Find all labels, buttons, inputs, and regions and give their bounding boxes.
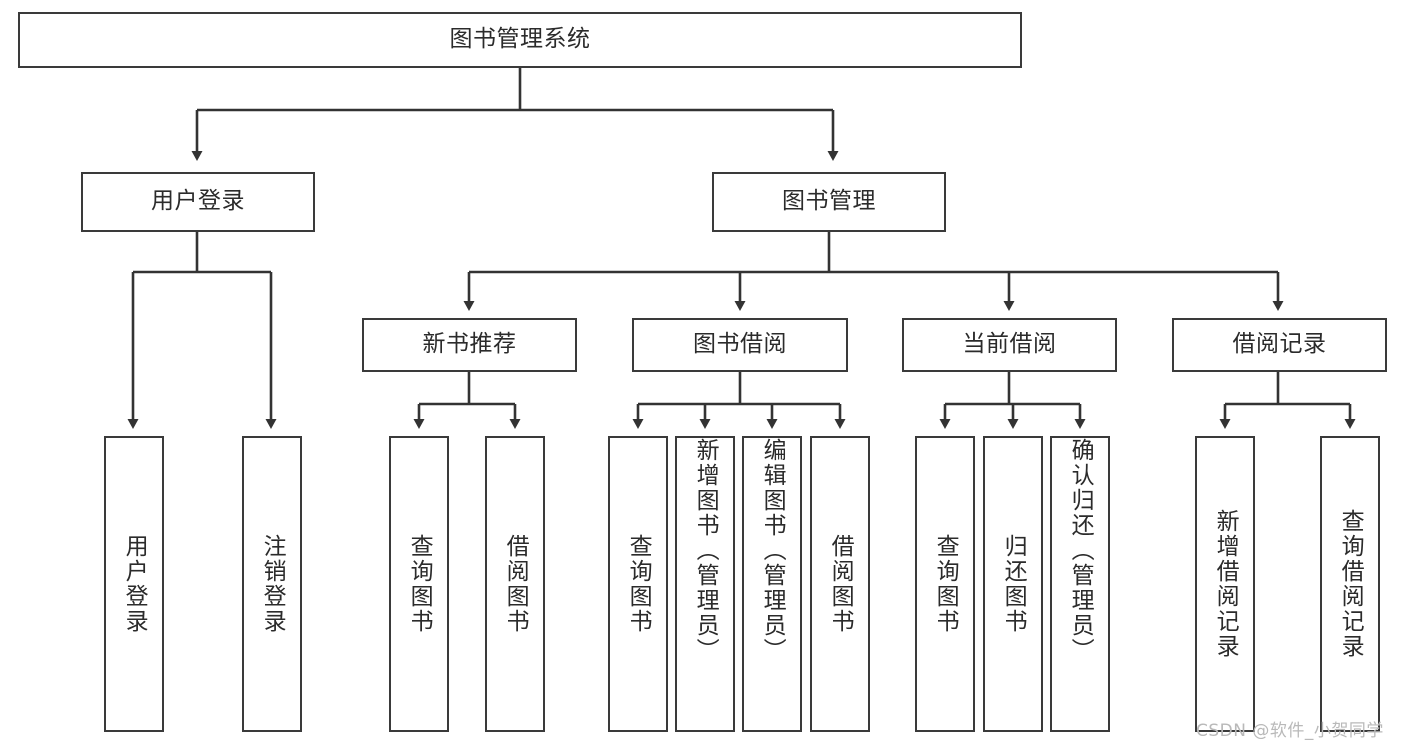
node-book-management-label: 图书管理 (782, 188, 876, 215)
leaf-logout-login-label: 注销登录 (259, 534, 286, 634)
leaf-query-book-3-label: 查询图书 (932, 534, 959, 634)
leaf-borrow-book-1[interactable]: 借阅图书 (485, 436, 545, 732)
node-user-login-label: 用户登录 (151, 188, 245, 215)
leaf-borrow-book-1-label: 借阅图书 (502, 534, 529, 634)
leaf-query-book-1-label: 查询图书 (406, 534, 433, 634)
node-root[interactable]: 图书管理系统 (18, 12, 1022, 68)
leaf-add-book-label: 新增图书（管理员） (692, 438, 719, 663)
node-user-login[interactable]: 用户登录 (81, 172, 315, 232)
node-book-borrow[interactable]: 图书借阅 (632, 318, 848, 372)
leaf-borrow-book-2[interactable]: 借阅图书 (810, 436, 870, 732)
leaf-confirm-return[interactable]: 确认归还（管理员） (1050, 436, 1110, 732)
leaf-query-book-2[interactable]: 查询图书 (608, 436, 668, 732)
leaf-edit-book-label: 编辑图书（管理员） (759, 438, 786, 663)
leaf-edit-book[interactable]: 编辑图书（管理员） (742, 436, 802, 732)
node-new-book-recommend-label: 新书推荐 (422, 331, 517, 358)
node-book-management[interactable]: 图书管理 (712, 172, 946, 232)
leaf-query-book-2-label: 查询图书 (625, 534, 652, 634)
leaf-borrow-book-2-label: 借阅图书 (827, 534, 854, 634)
node-book-borrow-label: 图书借阅 (693, 331, 787, 358)
node-new-book-recommend[interactable]: 新书推荐 (362, 318, 577, 372)
leaf-user-login[interactable]: 用户登录 (104, 436, 164, 732)
leaf-logout-login[interactable]: 注销登录 (242, 436, 302, 732)
leaf-return-book-label: 归还图书 (1000, 534, 1027, 634)
node-borrow-record[interactable]: 借阅记录 (1172, 318, 1387, 372)
node-current-borrow-label: 当前借阅 (962, 331, 1057, 358)
leaf-user-login-label: 用户登录 (121, 534, 148, 634)
leaf-query-record-label: 查询借阅记录 (1337, 509, 1364, 659)
leaf-return-book[interactable]: 归还图书 (983, 436, 1043, 732)
leaf-query-book-1[interactable]: 查询图书 (389, 436, 449, 732)
node-borrow-record-label: 借阅记录 (1232, 331, 1327, 358)
node-current-borrow[interactable]: 当前借阅 (902, 318, 1117, 372)
leaf-query-record[interactable]: 查询借阅记录 (1320, 436, 1380, 732)
leaf-query-book-3[interactable]: 查询图书 (915, 436, 975, 732)
node-root-label: 图书管理系统 (449, 26, 591, 53)
leaf-add-record[interactable]: 新增借阅记录 (1195, 436, 1255, 732)
leaf-confirm-return-label: 确认归还（管理员） (1067, 438, 1094, 663)
leaf-add-book[interactable]: 新增图书（管理员） (675, 436, 735, 732)
leaf-add-record-label: 新增借阅记录 (1212, 509, 1239, 659)
